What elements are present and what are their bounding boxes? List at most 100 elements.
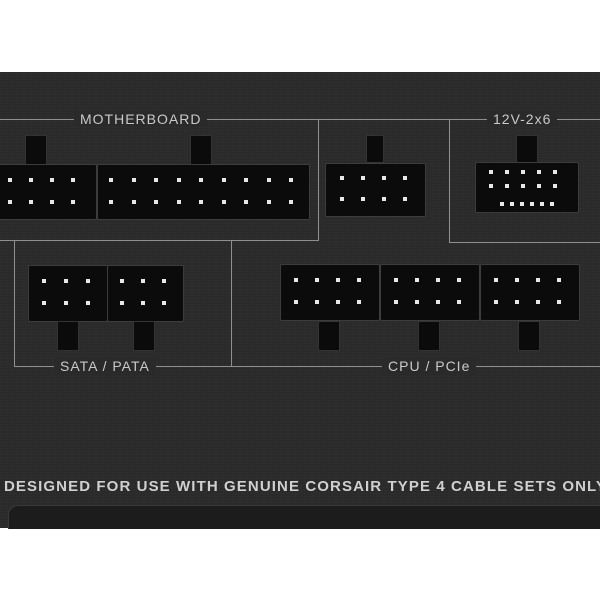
cpu-pcie-connector-3[interactable] bbox=[480, 264, 580, 321]
connector-pin bbox=[154, 200, 158, 204]
connector-pin bbox=[540, 202, 544, 206]
motherboard-connector-right[interactable] bbox=[97, 164, 310, 220]
connector-pin bbox=[86, 279, 90, 283]
connector-pin bbox=[141, 279, 145, 283]
connector-pin bbox=[289, 178, 293, 182]
connector-pin bbox=[42, 301, 46, 305]
connector-pin bbox=[336, 300, 340, 304]
connector-pin bbox=[120, 279, 124, 283]
connector-latch bbox=[25, 135, 47, 165]
connector-pin bbox=[8, 200, 12, 204]
divider-line bbox=[14, 240, 15, 366]
connector-pin bbox=[340, 176, 344, 180]
connector-pin bbox=[86, 301, 90, 305]
connector-pin bbox=[403, 197, 407, 201]
divider-line bbox=[0, 119, 600, 120]
connector-pin bbox=[50, 200, 54, 204]
connector-pin bbox=[436, 300, 440, 304]
connector-pin bbox=[550, 202, 554, 206]
connector-pin bbox=[162, 301, 166, 305]
connector-pin bbox=[29, 178, 33, 182]
connector-pin bbox=[403, 176, 407, 180]
connector-pin bbox=[457, 278, 461, 282]
connector-pin bbox=[436, 278, 440, 282]
connector-pin bbox=[505, 184, 509, 188]
connector-pin bbox=[415, 300, 419, 304]
connector-pin bbox=[357, 300, 361, 304]
connector-pin bbox=[64, 301, 68, 305]
connector-pin bbox=[361, 176, 365, 180]
sata-connector-right[interactable] bbox=[107, 265, 184, 322]
connector-pin bbox=[394, 300, 398, 304]
connector-pin bbox=[557, 300, 561, 304]
connector-pin bbox=[141, 301, 145, 305]
connector-latch bbox=[366, 135, 384, 163]
connector-pin bbox=[71, 178, 75, 182]
connector-latch bbox=[133, 321, 155, 351]
connector-pin bbox=[8, 178, 12, 182]
connector-pin bbox=[131, 178, 136, 182]
connector-pin bbox=[536, 300, 540, 304]
connector-pin bbox=[315, 278, 319, 282]
connector-pin bbox=[294, 278, 298, 282]
connector-pin bbox=[71, 200, 75, 204]
connector-pin bbox=[244, 200, 248, 204]
cpu-pcie-connector-1[interactable] bbox=[280, 264, 380, 321]
connector-pin bbox=[176, 200, 181, 204]
connector-pin bbox=[64, 279, 68, 283]
connector-pin bbox=[266, 178, 271, 182]
motherboard-connector-small[interactable] bbox=[325, 163, 426, 217]
sata-label: SATA / PATA bbox=[54, 358, 156, 374]
connector-pin bbox=[315, 300, 319, 304]
connector-pin bbox=[289, 200, 293, 204]
connector-pin bbox=[50, 178, 54, 182]
connector-pin bbox=[394, 278, 398, 282]
connector-pin bbox=[154, 178, 158, 182]
connector-pin bbox=[537, 184, 541, 188]
connector-pin bbox=[382, 197, 386, 201]
psu-panel: MOTHERBOARD 12V-2x6 SATA / PATA CPU / PC… bbox=[0, 72, 600, 529]
connector-pin bbox=[494, 278, 498, 282]
connector-pin bbox=[553, 184, 557, 188]
connector-pin bbox=[109, 178, 113, 182]
connector-latch bbox=[57, 321, 79, 351]
connector-pin bbox=[199, 200, 203, 204]
connector-pin bbox=[510, 202, 514, 206]
connector-pin bbox=[505, 170, 509, 174]
connector-pin bbox=[557, 278, 561, 282]
motherboard-label: MOTHERBOARD bbox=[74, 111, 208, 127]
connector-pin bbox=[120, 301, 124, 305]
divider-line bbox=[318, 119, 319, 241]
connector-pin bbox=[515, 300, 519, 304]
connector-pin bbox=[199, 178, 203, 182]
connector-pin bbox=[162, 279, 166, 283]
connector-pin bbox=[500, 202, 504, 206]
connector-pin bbox=[521, 184, 525, 188]
sata-connector-left[interactable] bbox=[28, 265, 108, 322]
connector-pin bbox=[537, 170, 541, 174]
connector-pin bbox=[520, 202, 524, 206]
connector-latch bbox=[318, 321, 340, 351]
connector-latch bbox=[190, 135, 212, 165]
divider-line bbox=[231, 240, 232, 366]
connector-pin bbox=[221, 178, 226, 182]
connector-pin bbox=[489, 184, 493, 188]
divider-line bbox=[449, 119, 450, 242]
connector-pin bbox=[336, 278, 340, 282]
connector-pin bbox=[494, 300, 498, 304]
warning-text: DESIGNED FOR USE WITH GENUINE CORSAIR TY… bbox=[4, 478, 600, 495]
connector-pin bbox=[42, 279, 46, 283]
connector-pin bbox=[361, 197, 365, 201]
connector-pin bbox=[553, 170, 557, 174]
connector-latch bbox=[518, 321, 540, 351]
connector-pin bbox=[340, 197, 344, 201]
connector-pin bbox=[131, 200, 136, 204]
connector-pin bbox=[294, 300, 298, 304]
cpu-pcie-connector-2[interactable] bbox=[380, 264, 480, 321]
connector-pin bbox=[415, 278, 419, 282]
motherboard-connector-left[interactable] bbox=[0, 164, 97, 220]
connector-pin bbox=[266, 200, 271, 204]
cpu-label: CPU / PCIe bbox=[382, 358, 477, 374]
connector-pin bbox=[489, 170, 493, 174]
connector-pin bbox=[244, 178, 248, 182]
